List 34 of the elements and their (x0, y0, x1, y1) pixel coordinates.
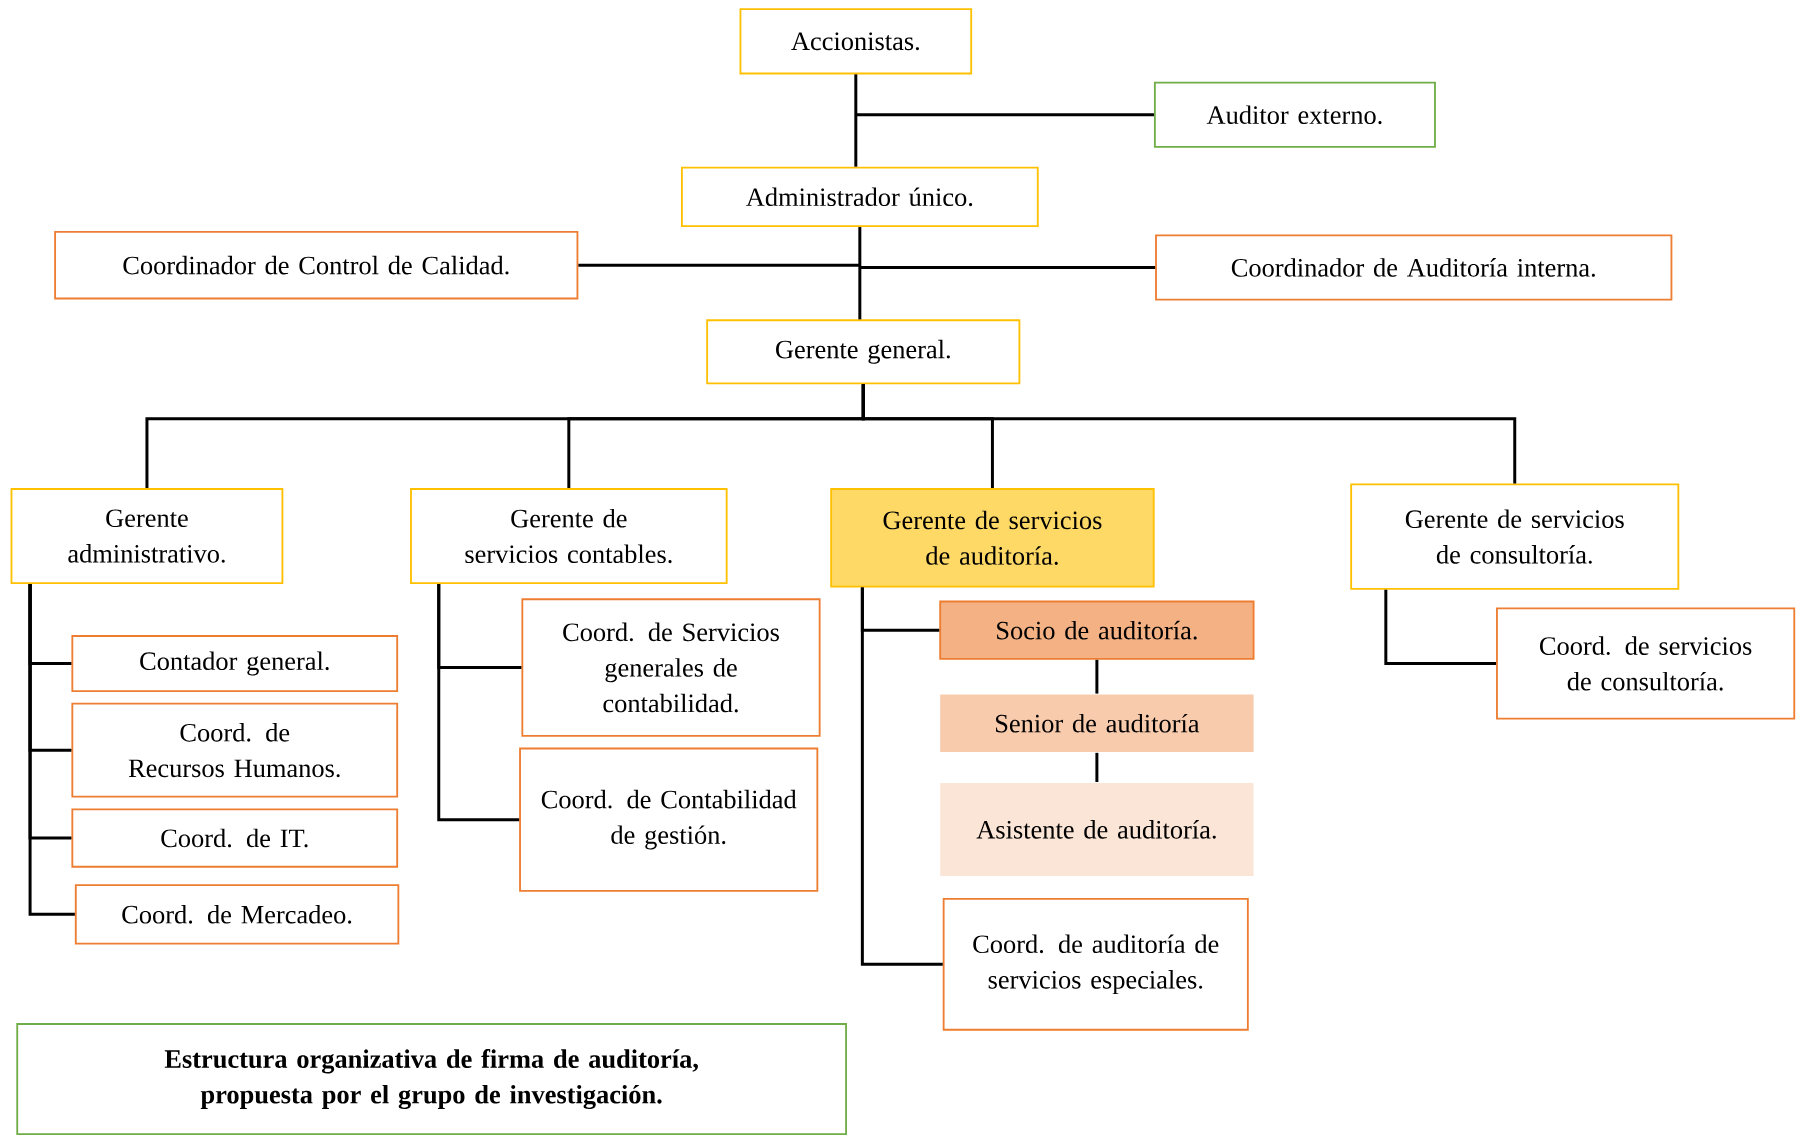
org-box: Coord. de Servicios generales de contabilidad. (521, 598, 821, 737)
connector-line (1095, 659, 1099, 694)
org-box: Contador general. (71, 634, 399, 692)
connector-line (1384, 589, 1497, 665)
org-box: Senior de auditoría (940, 694, 1254, 752)
org-box: Gerente de servicios de auditoría. (830, 487, 1155, 588)
org-box: Accionistas. (739, 8, 973, 75)
org-box: Socio de auditoría. (939, 600, 1255, 660)
org-box: Auditor externo. (1153, 81, 1436, 148)
connector-line (437, 583, 520, 821)
connector-line (855, 113, 1154, 117)
connector-line (858, 226, 862, 320)
org-box: Coord. de Mercadeo. (74, 883, 400, 945)
connector-line (578, 263, 860, 267)
connector-line (28, 583, 75, 916)
connector-line (859, 265, 1156, 269)
caption-box: Estructura organizativa de firma de auditoría, propuesta por el grupo de investigación. (16, 1022, 847, 1135)
org-box: Coord. de servicios de consultoría. (1496, 607, 1796, 720)
org-box: Gerente general. (706, 319, 1021, 385)
connector-line (861, 384, 1517, 484)
org-box: Asistente de auditoría. (940, 782, 1254, 876)
org-box: Administrador único. (681, 166, 1039, 227)
org-box: Coordinador de Auditoría interna. (1155, 234, 1673, 301)
org-box: Gerente de servicios contables. (410, 487, 728, 584)
org-box: Coord. de Recursos Humanos. (71, 702, 399, 798)
connector-line (1095, 752, 1099, 782)
org-box: Gerente administrativo. (10, 487, 284, 584)
org-box: Coord. de IT. (71, 808, 399, 868)
connector-line (860, 587, 943, 966)
org-box: Coordinador de Control de Calidad. (54, 230, 579, 300)
org-box: Gerente de servicios de consultoría. (1350, 483, 1680, 590)
org-box: Coord. de auditoría de servicios especiales. (942, 897, 1249, 1031)
connector-line (854, 74, 858, 167)
org-box: Coord. de Contabilidad de gestión. (519, 747, 819, 892)
